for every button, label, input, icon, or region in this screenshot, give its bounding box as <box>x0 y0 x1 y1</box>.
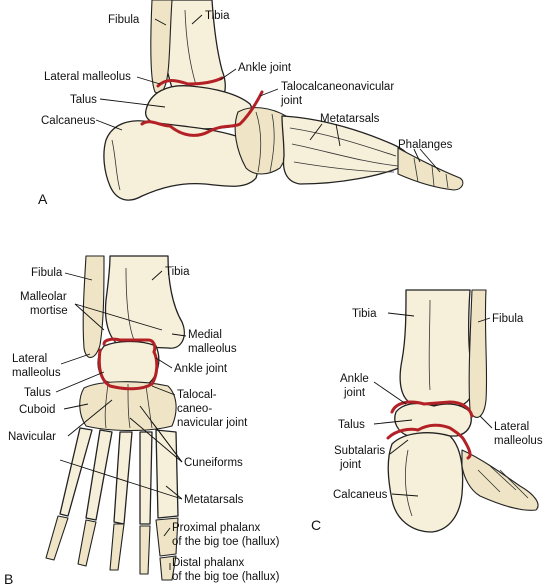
panel-c-labels: Tibia Fibula Ankle joint Talus Lateral m… <box>311 308 543 533</box>
panel-a-talocalcaneonavicular-joint-line <box>140 90 264 137</box>
panel-b-phalanx-bones <box>45 515 179 581</box>
panel-b-label-metatarsals: Metatarsals <box>184 494 244 506</box>
panel-c-ankle-joint-line <box>390 400 474 418</box>
panel-c-label-fibula: Fibula <box>492 313 524 325</box>
panel-c-label-tibia: Tibia <box>352 308 377 320</box>
panel-a-midfoot-bones <box>234 107 293 175</box>
panel-b-label-distal-phalanx-line1: Distal phalanx <box>172 557 244 569</box>
panel-b-tibia-bone <box>104 255 185 349</box>
panel-b-talus-bone <box>97 340 160 387</box>
panel-a-labels: Fibula Tibia Lateral malleolus Ankle joi… <box>38 10 453 207</box>
panel-a-label-tibia: Tibia <box>205 10 230 22</box>
panel-a-label-calcaneus: Calcaneus <box>41 115 96 127</box>
panel-b-label-medial-malleolus-line2: malleolus <box>188 343 237 355</box>
panel-b-ankle-joint-line <box>102 337 157 354</box>
panel-c-forefoot-bones <box>461 449 539 511</box>
panel-a-illustration <box>103 0 464 201</box>
panel-a-label-talus: Talus <box>70 94 97 106</box>
panel-a-phalanx-bones <box>397 147 464 191</box>
panel-b-label-distal-phalanx-line2: of the big toe (hallux) <box>172 571 280 583</box>
panel-b-fibula-bone <box>82 255 105 358</box>
panel-c-label-lateral-malleolus-line2: malleolus <box>494 435 543 447</box>
panel-b-label-proximal-phalanx-line1: Proximal phalanx <box>172 522 260 534</box>
panel-b-label-talocal-line1: Talocal- <box>177 389 217 401</box>
panel-b-label-cuneiforms: Cuneiforms <box>184 457 243 469</box>
panel-b-talocalcaneonavicular-joint-line <box>97 348 159 391</box>
panel-c-subtalar-joint-line <box>386 423 472 460</box>
panel-b-label-proximal-phalanx-line2: of the big toe (hallux) <box>172 536 280 548</box>
panel-a-label-lateral-malleolus: Lateral malleolus <box>44 71 131 83</box>
panel-b-label-ankle-joint: Ankle joint <box>174 363 228 375</box>
panel-a-label-talocalcaneonavicular-line1: Talocalcaneonavicular <box>281 81 394 93</box>
panel-c-fibula-bone <box>468 289 488 418</box>
panel-c-label-calcaneus: Calcaneus <box>333 489 388 501</box>
panel-a-label-metatarsals: Metatarsals <box>320 113 380 125</box>
panel-c-label-subtalar-joint-line1: Subtalaris <box>334 445 385 457</box>
panel-c-label-ankle-joint-line2: joint <box>343 387 366 399</box>
panel-b-label-talus: Talus <box>24 387 51 399</box>
panel-a-label-ankle-joint: Ankle joint <box>238 62 292 74</box>
panel-a-label-phalanges: Phalanges <box>398 139 453 151</box>
panel-b-label-medial-malleolus-line1: Medial <box>188 329 222 341</box>
panel-a-label-talocalcaneonavicular-line2: joint <box>280 95 303 107</box>
panel-b-letter: B <box>4 571 13 587</box>
panel-b-label-talocal-line3: navicular joint <box>177 417 248 429</box>
panel-b-label-lateral-malleolus-line2: malleolus <box>12 367 61 379</box>
panel-c-label-lateral-malleolus-line1: Lateral <box>494 421 529 433</box>
panel-c-label-subtalar-joint-line2: joint <box>339 459 362 471</box>
panel-c-label-ankle-joint-line1: Ankle <box>340 373 369 385</box>
panel-b-labels: Fibula Tibia Malleolar mortise Medial ma… <box>4 266 280 587</box>
panel-a-ankle-joint-line <box>156 76 224 88</box>
panel-b-tarsal-bones <box>79 381 177 432</box>
panel-b-label-cuboid: Cuboid <box>19 404 55 416</box>
panel-b-label-navicular: Navicular <box>8 431 56 443</box>
panel-b-illustration <box>45 255 185 581</box>
panel-a-metatarsal-bones <box>281 115 410 185</box>
panel-b-label-malleolar-mortise-line2: mortise <box>30 305 68 317</box>
panel-a-label-fibula: Fibula <box>108 14 140 26</box>
panel-c-tibia-bone <box>399 289 474 407</box>
panel-b-label-lateral-malleolus-line1: Lateral <box>12 353 47 365</box>
panel-b-metatarsal-bones <box>59 427 179 525</box>
panel-b-label-tibia: Tibia <box>165 266 190 278</box>
panel-c-label-talus: Talus <box>338 419 365 431</box>
panel-b-label-malleolar-mortise-line1: Malleolar <box>20 291 67 303</box>
panel-c-illustration <box>386 289 539 533</box>
panel-c-letter: C <box>311 517 321 533</box>
panel-b-label-fibula: Fibula <box>31 267 63 279</box>
panel-a-letter: A <box>38 191 48 207</box>
panel-b-label-talocal-line2: caneo- <box>177 403 212 415</box>
panel-c-calcaneus-bone <box>387 432 464 533</box>
